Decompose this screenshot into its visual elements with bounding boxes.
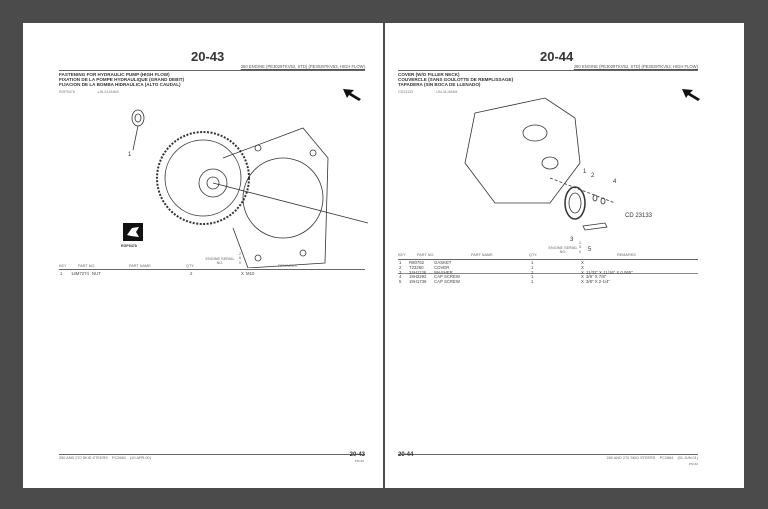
- cell-qty: 1: [531, 274, 534, 280]
- col-part-name: PART NAME: [129, 264, 151, 268]
- cell-key: 4: [399, 274, 402, 280]
- cell-part-no: 19H1736: [409, 279, 427, 285]
- footer-pn: PN=40: [688, 462, 698, 466]
- cell-part-name: WASHER: [434, 269, 453, 275]
- col-key: KEY: [398, 253, 406, 257]
- title-fr: COUVERCLE (SANS GOULOTTE DE REMPLISSAGE): [398, 77, 514, 82]
- cell-qty: 2: [531, 269, 534, 275]
- title-es: TAPADERA (SIN BOCA DE LLENADO): [398, 82, 481, 87]
- table-rule: [398, 259, 698, 260]
- table-row: 1 R80762 GASKET 1 X: [398, 260, 698, 265]
- col-model: 2 6 0: [579, 241, 582, 254]
- col-qty: QTY.: [529, 253, 538, 257]
- footer-rule: [59, 454, 365, 455]
- cell-part-no: R80762: [409, 260, 425, 265]
- footer-page-number: 20-44: [398, 452, 414, 458]
- cover-illustration: 1 2 3 4 5: [464, 97, 617, 253]
- cell-remarks: 3/8" X 2-1/4": [586, 279, 611, 285]
- cell-model: X: [581, 269, 584, 275]
- cell-remarks: 3/8" X 7/8": [586, 274, 607, 280]
- cell-qty: 1: [531, 279, 534, 285]
- arrow-icon: [343, 89, 361, 101]
- cell-model: X: [581, 274, 584, 280]
- col-engine-serial: ENGINE SERIAL NO.: [205, 257, 235, 266]
- cell-model: X: [581, 279, 584, 285]
- cell-part-name: COVER: [434, 264, 450, 270]
- col-remarks: REMARKS: [617, 253, 636, 257]
- row-divider: [398, 273, 698, 274]
- footer-text: 260 AND 270 SKID STEERS PC2684 (01.JUN.0…: [606, 456, 698, 460]
- engine-label: 260 ENGINE (PE3029TKV52, STD) (PE3029TKV…: [573, 64, 698, 69]
- table-row: 2 T23260 COVER 1 X: [398, 265, 698, 270]
- title-en: COVER (W/O FILLER NECK): [398, 72, 460, 77]
- cell-model: X: [581, 260, 584, 265]
- col-key: KEY: [59, 264, 67, 268]
- ref-date: -UN-31JAN00: [96, 90, 120, 94]
- callout-1: 1: [583, 169, 587, 175]
- page-number: 20-44: [540, 49, 574, 64]
- footer-text: 260 AND 270 SKID STEERS PC2684 (10.APR.0…: [59, 456, 151, 460]
- callout-5: 5: [588, 247, 592, 253]
- cell-part-name: CAP SCREW: [434, 279, 460, 285]
- header-rule: [398, 70, 698, 71]
- title-fr: FIXATION DE LA POMPE HYDRAULIQUE (GRAND …: [59, 77, 185, 82]
- title-en: FASTENING FOR HYDRAULIC PUMP (HIGH FLOW): [59, 72, 170, 77]
- section-titles: COVER (W/O FILLER NECK) COUVERCLE (SANS …: [398, 72, 513, 87]
- col-engine-serial: ENGINE SERIAL NO.: [548, 246, 578, 255]
- col-part-no: PART NO.: [417, 253, 435, 257]
- ref: RGP5478: [59, 90, 75, 94]
- page-20-43: 20-43 260 ENGINE (PE3029TKV52, STD) (PE3…: [23, 23, 383, 488]
- john-deere-logo: [123, 223, 143, 241]
- ref-date: -UN-31JAN94: [435, 90, 458, 94]
- col-part-name: PART NAME: [471, 253, 493, 257]
- cell-qty: 1: [531, 264, 534, 270]
- header-rule: [59, 70, 365, 71]
- callout-3: 3: [570, 237, 574, 243]
- col-model: 2 6 0: [239, 252, 242, 265]
- section-titles: FASTENING FOR HYDRAULIC PUMP (HIGH FLOW)…: [59, 72, 184, 87]
- footer-page-number: 20-43: [349, 452, 365, 458]
- cell-part-no: T23260: [409, 264, 424, 270]
- engine-label: 260 ENGINE (PE3029TKV52, STD) (PE3029TKV…: [240, 64, 365, 69]
- figure-label: RGP5478: [121, 244, 137, 248]
- page-20-44: 20-44 260 ENGINE (PE3029TKV52, STD) (PE3…: [385, 23, 744, 488]
- col-qty: QTY.: [186, 264, 195, 268]
- cell-qty: 1: [531, 260, 534, 265]
- ref: CD23133: [398, 90, 414, 94]
- title-es: FIJACION DE LA BOMBA HIDRAULICA (ALTO CA…: [59, 82, 181, 87]
- cell-part-name: CAP SCREW: [434, 274, 460, 280]
- cell-part-no: 19H2292: [409, 274, 427, 280]
- figure-label: CD 23133: [625, 213, 653, 219]
- cell-part-name: GASKET: [434, 260, 452, 265]
- cell-key: 3: [399, 269, 402, 275]
- cell-key: 1: [399, 260, 402, 265]
- callout-4: 4: [613, 179, 617, 185]
- figure-refs: CD23133 -UN-31JAN94: [398, 90, 480, 94]
- callout-2: 2: [591, 173, 595, 179]
- col-remarks: REMARKS: [278, 264, 297, 268]
- callout-1: 1: [128, 152, 132, 158]
- footer-rule: [398, 454, 698, 455]
- cell-model: X: [581, 264, 584, 270]
- figure-refs: RGP5478 -UN-31JAN00: [59, 90, 141, 94]
- cell-key: 5: [399, 279, 402, 285]
- page-number: 20-43: [191, 49, 225, 64]
- cell-remarks: 11/32" X 11/16" X 0.065": [586, 269, 633, 275]
- cell-key: 2: [399, 264, 402, 270]
- col-part-no: PART NO.: [78, 264, 96, 268]
- footer-pn: PN=40: [354, 459, 364, 463]
- cell-part-no: 24H1136: [409, 269, 427, 275]
- pump-illustration: 1: [128, 109, 369, 268]
- arrow-icon: [682, 89, 700, 101]
- table-rule: [59, 269, 365, 270]
